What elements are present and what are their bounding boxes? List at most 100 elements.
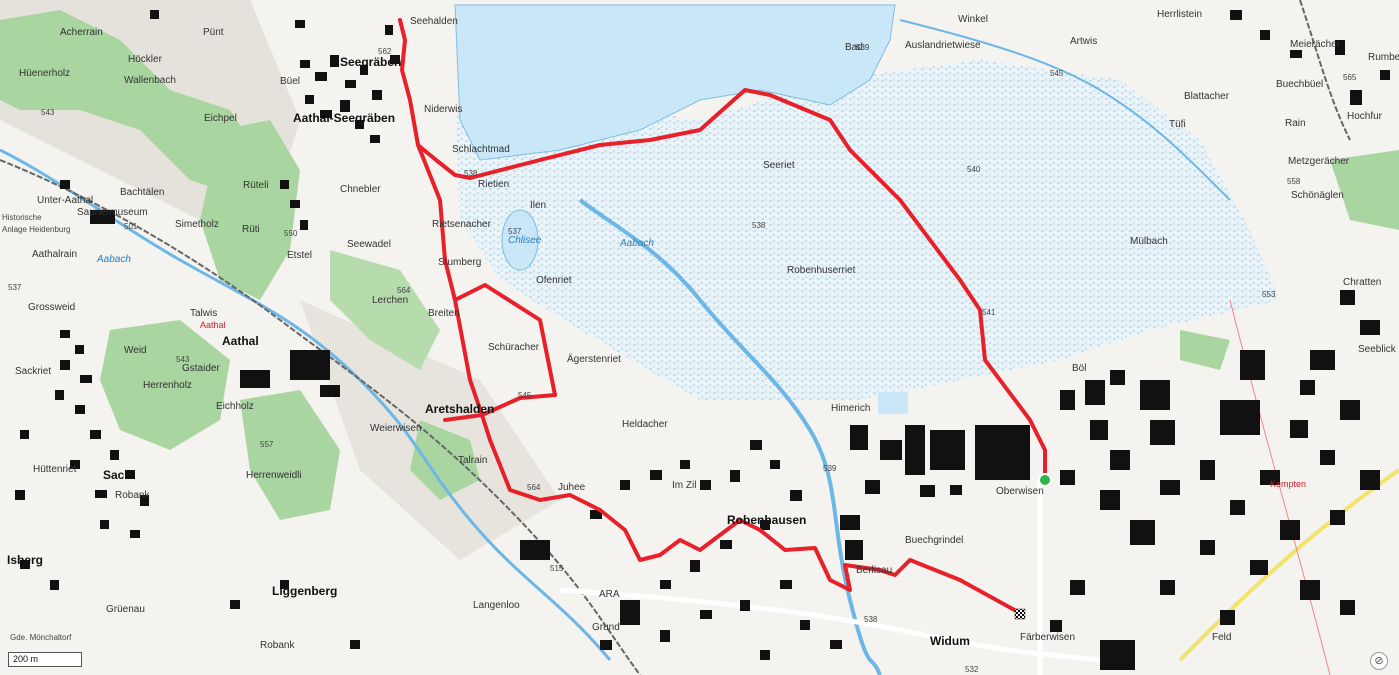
label-herrenweidli: Herrenweidli	[246, 470, 302, 481]
label-schueracher: Schüracher	[488, 342, 540, 353]
river-aabach-left	[0, 148, 612, 661]
label-liggenberg: Liggenberg	[272, 584, 337, 598]
compass-icon[interactable]: ⊘	[1370, 652, 1388, 670]
elevation-545b: 545	[518, 391, 532, 400]
label-bachtaelen: Bachtälen	[120, 187, 164, 198]
route-finish-flag[interactable]	[1014, 608, 1026, 620]
elevation-545: 545	[1050, 69, 1064, 78]
elevation-538c: 538	[864, 615, 878, 624]
elevation-538a: 538	[464, 169, 478, 178]
label-heldacher: Heldacher	[622, 419, 668, 430]
label-hockler: Höckler	[128, 54, 163, 65]
elevation-550: 550	[284, 229, 298, 238]
label-wallenbach: Wallenbach	[124, 75, 176, 86]
lake-chlisee	[501, 209, 539, 271]
label-auslandrietwiese: Auslandrietwiese	[905, 40, 981, 51]
label-lerchen: Lerchen	[372, 295, 408, 306]
label-eichholz: Eichholz	[216, 401, 254, 412]
elevation-543a: 543	[41, 108, 55, 117]
label-herrlistein: Herrlistein	[1157, 9, 1202, 20]
buildings-sack	[15, 330, 360, 649]
label-robank-bottom: Robank	[260, 640, 295, 651]
label-unter-aathal: Unter-Aathal	[37, 195, 93, 206]
elevation-541: 541	[982, 308, 996, 317]
label-meieracher: Meierächer	[1290, 39, 1341, 50]
label-ofenriet: Ofenriet	[536, 275, 572, 286]
label-sauriermuseum: Sauriermuseum	[77, 207, 148, 218]
label-weid: Weid	[124, 345, 147, 356]
label-aathal-seegraben: Aathal-Seegräben	[293, 111, 395, 125]
label-breiten: Breiten	[428, 308, 460, 319]
elevation-564b: 564	[527, 483, 541, 492]
lake-pfaeffikersee	[454, 4, 896, 161]
label-bad: Bad	[845, 42, 863, 53]
label-juhee: Juhee	[558, 482, 586, 493]
buildings-aathal	[60, 180, 340, 397]
label-rietien: Rietien	[478, 179, 509, 190]
scale-bar: 200 m	[8, 652, 82, 667]
label-etstel: Etstel	[287, 250, 312, 261]
label-historische: Historische	[2, 213, 42, 222]
label-aabach-right: Aabach	[619, 238, 654, 249]
elevation-539b: 539	[823, 464, 837, 473]
label-buechgrindel: Buechgrindel	[905, 535, 963, 546]
label-himerich: Himerich	[831, 403, 870, 414]
forest-area-4	[240, 390, 340, 520]
label-simetholz: Simetholz	[175, 219, 219, 230]
label-kempten: Kempten	[1270, 479, 1306, 489]
forest-area-3	[100, 320, 230, 450]
forest-area-5	[330, 250, 440, 370]
label-niderwis: Niderwis	[424, 104, 462, 115]
label-rietsenacher: Rietsenacher	[432, 219, 492, 230]
label-weierwisen: Weierwisen	[370, 423, 422, 434]
forest-area-8	[1330, 150, 1399, 230]
label-huenerholz: Hüenerholz	[19, 68, 70, 79]
label-aathal-red: Aathal	[200, 320, 226, 330]
label-punt: Pünt	[203, 27, 224, 38]
label-herrenholz: Herrenholz	[143, 380, 192, 391]
label-aretshalden: Aretshalden	[425, 402, 494, 416]
scale-bar-label: 200 m	[13, 654, 39, 664]
label-anlage-heidenburg: Anlage Heidenburg	[2, 225, 71, 234]
label-sack: Sack	[103, 468, 131, 482]
buildings-seegraben	[150, 10, 400, 230]
road-diag	[1178, 468, 1399, 662]
label-rain: Rain	[1285, 118, 1306, 129]
forest-area-7	[1180, 330, 1230, 370]
hiking-route[interactable]	[398, 18, 1047, 615]
forest-area-6	[410, 420, 480, 500]
label-berlisau: Berlisau	[856, 565, 892, 576]
elevation-501: 501	[124, 222, 138, 231]
elevation-543b: 543	[176, 355, 190, 364]
label-seegraben: Seegräben	[340, 55, 401, 69]
label-muelbach: Mülbach	[1130, 236, 1168, 247]
label-talrain: Talrain	[458, 455, 487, 466]
label-metzgeracher: Metzgerächer	[1288, 156, 1350, 167]
label-ilen: Ilen	[530, 200, 546, 211]
elevation-537: 537	[8, 283, 22, 292]
label-seehalden: Seehalden	[410, 16, 458, 27]
label-artwis: Artwis	[1070, 36, 1097, 47]
forest-area-2	[200, 120, 300, 300]
label-oberwisen: Oberwisen	[996, 486, 1044, 497]
label-grund: Grund	[592, 622, 620, 633]
label-robenhausen: Robenhausen	[727, 513, 806, 527]
forest-area	[0, 10, 270, 200]
label-aathalrain: Aathalrain	[32, 249, 77, 260]
elevation-515: 515	[550, 564, 564, 573]
elevation-565: 565	[1343, 73, 1357, 82]
label-sackriet: Sackriet	[15, 366, 51, 377]
label-im-zil: Im Zil	[672, 480, 696, 491]
label-hochfur: Hochfur	[1347, 111, 1383, 122]
label-eichpel: Eichpel	[204, 113, 237, 124]
label-grossweid: Grossweid	[28, 302, 75, 313]
route-start-marker[interactable]	[1038, 473, 1052, 487]
label-tuefi: Tüfi	[1169, 119, 1186, 130]
label-blattacher: Blattacher	[1184, 91, 1230, 102]
river-aabach-right	[578, 198, 882, 675]
elevation-553: 553	[1262, 290, 1276, 299]
label-aathal: Aathal	[222, 334, 259, 348]
label-buechbuel: Buechbüel	[1276, 79, 1323, 90]
label-talwis: Talwis	[190, 308, 217, 319]
